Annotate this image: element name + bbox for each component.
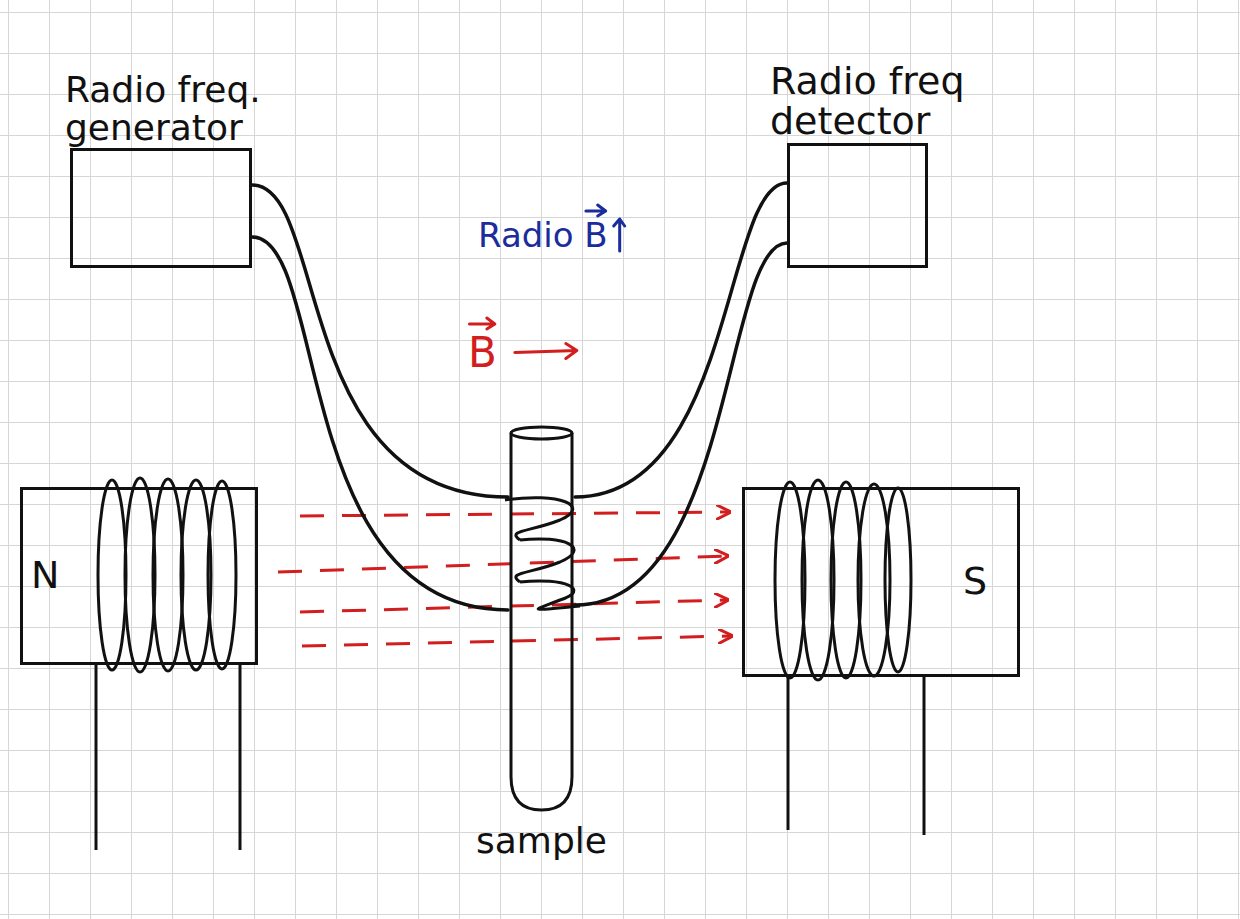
static-field-label: B [468,328,497,377]
node-label: S [963,562,987,602]
rf-cable [252,185,508,610]
rf-detector-box: Radio freq detector [787,143,928,268]
node-label: Radio freq detector [770,62,1110,142]
rf-coil [505,498,580,610]
field-lines [278,512,730,646]
rf-field-label: Radio B [478,215,608,255]
node-label: Radio freq. generator [65,71,355,147]
magnet-south-coil [775,480,924,835]
sample-tube: sample [508,425,575,810]
magnet-north: N [20,487,258,665]
vector-arrow [469,318,494,329]
rf-field-arrow [614,219,625,251]
magnet-south: S [742,487,1020,677]
node-label: N [31,556,59,596]
node-label: sample [476,822,607,860]
test-tube-outline [508,425,575,810]
static-field-arrow [515,344,577,359]
rf-generator-box: Radio freq. generator [70,148,252,268]
vector-arrow [586,205,606,216]
